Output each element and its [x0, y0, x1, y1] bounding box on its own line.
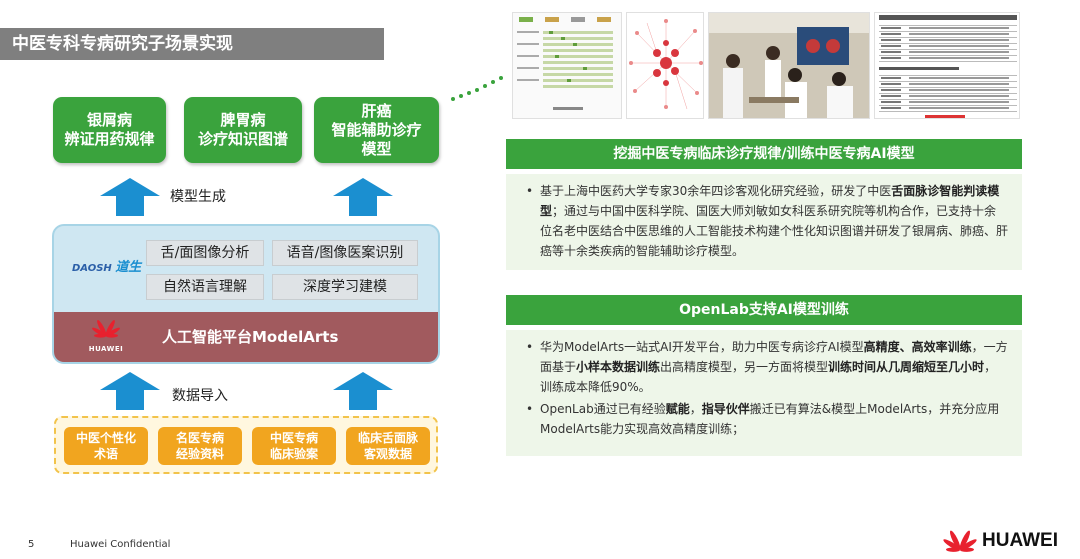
huawei-footer-logo: HUAWEI [942, 528, 1058, 554]
box-line: 模型 [361, 139, 392, 158]
network-graph-thumbnail [626, 12, 704, 119]
section1-bullet: 基于上海中医药大学专家30余年四诊客观化研究经验，研发了中医舌面脉诊智能判读模型… [522, 181, 1008, 261]
spleen-stomach-box: 脾胃病 诊疗知识图谱 [184, 97, 302, 163]
data-sources-group: 中医个性化术语 名医专病经验资料 中医专病临床验案 临床舌面脉客观数据 [54, 416, 438, 474]
heatmap-thumbnail [512, 12, 622, 119]
huawei-petal-icon [943, 530, 977, 552]
data-import-label: 数据导入 [172, 388, 228, 404]
model-gen-label: 模型生成 [170, 189, 226, 205]
box-line: 银屑病 [86, 111, 132, 129]
modelarts-bar: HUAWEI 人工智能平台ModelArts [54, 312, 438, 362]
ai-platform-block: DAOSH 道生 舌/面图像分析 语音/图像医案识别 自然语言理解 深度学习建模 [52, 224, 440, 364]
feature-voice-image: 语音/图像医案识别 [272, 240, 418, 266]
box-line: 肝癌 [361, 101, 392, 120]
feature-tongue-face: 舌/面图像分析 [146, 240, 264, 266]
section2-bullet: 华为ModelArts一站式AI开发平台，助力中医专病诊疗AI模型高精度、高效率… [522, 337, 1008, 397]
data-source-box: 临床舌面脉客观数据 [346, 427, 430, 465]
data-source-box: 名医专病经验资料 [158, 427, 242, 465]
dotted-connector [450, 72, 506, 102]
box-line: 脾胃病 [220, 111, 266, 129]
feature-nlp: 自然语言理解 [146, 274, 264, 300]
up-arrow-icon [100, 178, 160, 216]
box-line: 辨证用药规律 [64, 130, 155, 148]
huawei-logo-icon: HUAWEI [86, 318, 126, 353]
page-title: 中医专科专病研究子场景实现 [0, 28, 384, 60]
up-arrow-icon [100, 372, 160, 410]
clinic-photo-thumbnail [708, 12, 870, 119]
section1-banner: 挖掘中医专病临床诊疗规律/训练中医专病AI模型 [506, 139, 1022, 169]
psoriasis-box: 银屑病 辨证用药规律 [53, 97, 166, 163]
page-number: 5 [28, 539, 35, 550]
huawei-brand-text: HUAWEI [982, 530, 1058, 551]
up-arrow-icon [333, 178, 393, 216]
daosh-logo: DAOSH 道生 [72, 260, 142, 275]
modelarts-label: 人工智能平台ModelArts [162, 328, 339, 346]
section1-panel: 基于上海中医药大学专家30余年四诊客观化研究经验，研发了中医舌面脉诊智能判读模型… [506, 174, 1022, 270]
section2-panel: 华为ModelArts一站式AI开发平台，助力中医专病诊疗AI模型高精度、高效率… [506, 330, 1022, 456]
data-source-box: 中医个性化术语 [64, 427, 148, 465]
results-table-thumbnail [874, 12, 1020, 119]
liver-cancer-box: 肝癌 智能辅助诊疗 模型 [314, 97, 439, 163]
section2-bullet: OpenLab通过已有经验赋能，指导伙伴搬迁已有算法&模型上ModelArts，… [522, 399, 1008, 439]
data-source-box: 中医专病临床验案 [252, 427, 336, 465]
up-arrow-icon [333, 372, 393, 410]
section2-banner: OpenLab支持AI模型训练 [506, 295, 1022, 325]
box-line: 智能辅助诊疗 [331, 120, 422, 139]
box-line: 诊疗知识图谱 [197, 130, 288, 148]
feature-deep-learning: 深度学习建模 [272, 274, 418, 300]
confidential-label: Huawei Confidential [70, 539, 171, 550]
